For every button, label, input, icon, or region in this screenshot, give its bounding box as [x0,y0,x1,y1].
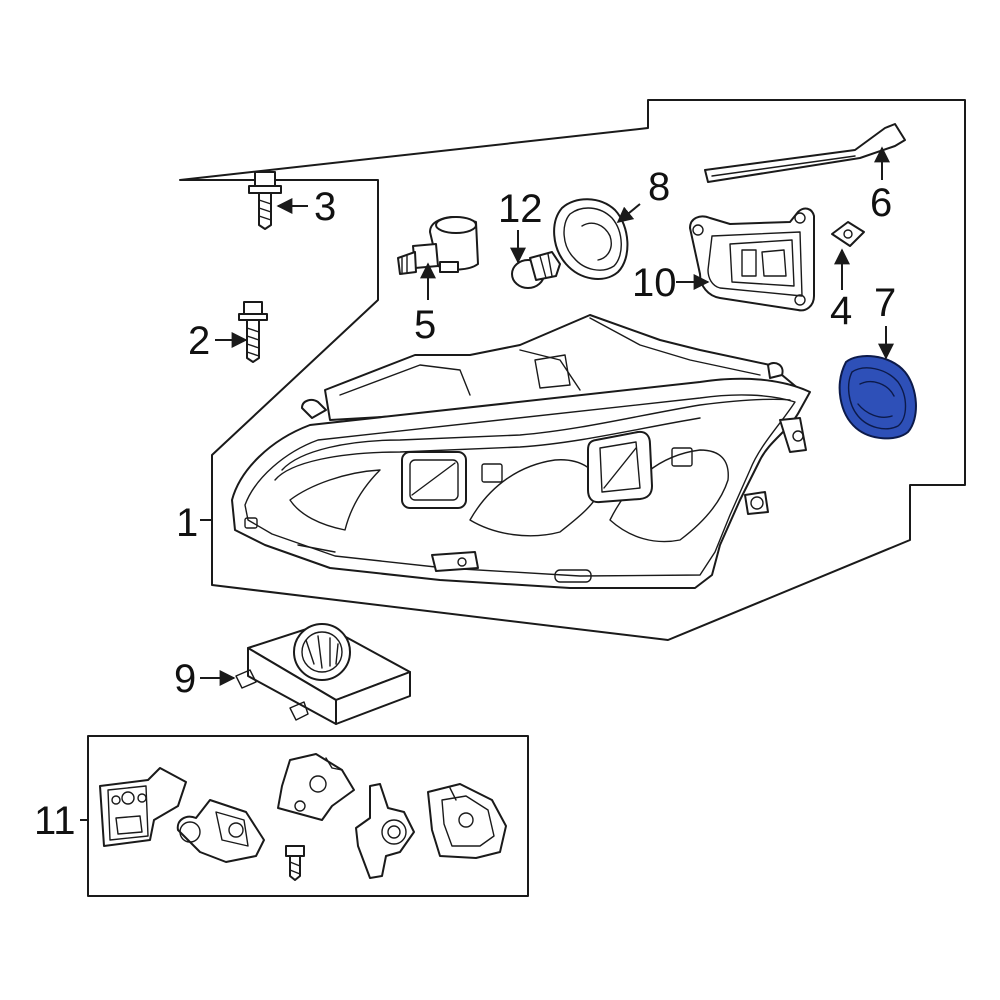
callout-6: 6 [870,181,892,225]
callout-11: 11 [34,799,76,843]
callout-10: 10 [632,261,677,305]
repair-kit-box [87,735,529,897]
headlamp-assembly[interactable] [231,314,811,589]
bolt-short[interactable] [248,171,282,230]
leveling-actuator[interactable] [397,216,479,275]
callout-12: 12 [498,187,543,231]
assembly-group-outline [179,99,966,641]
callout-7: 7 [874,281,896,325]
bulb[interactable] [511,251,561,289]
callout-5: 5 [414,303,436,347]
leader-lines [80,146,894,821]
callout-2: 2 [188,319,210,363]
nut-clip[interactable] [831,221,865,247]
callout-3: 3 [314,185,336,229]
callout-4: 4 [830,289,852,333]
callout-8: 8 [648,165,670,209]
led-module-housing[interactable] [689,207,815,312]
bolt-long[interactable] [238,301,268,363]
headlamp-cap[interactable] [838,355,917,440]
trim-strip[interactable] [704,123,906,183]
bulb-cover-gasket[interactable] [553,198,629,280]
control-module[interactable] [235,623,411,725]
repair-kit-brackets[interactable] [99,753,507,881]
callout-9: 9 [174,657,196,701]
callout-1: 1 [176,501,198,545]
